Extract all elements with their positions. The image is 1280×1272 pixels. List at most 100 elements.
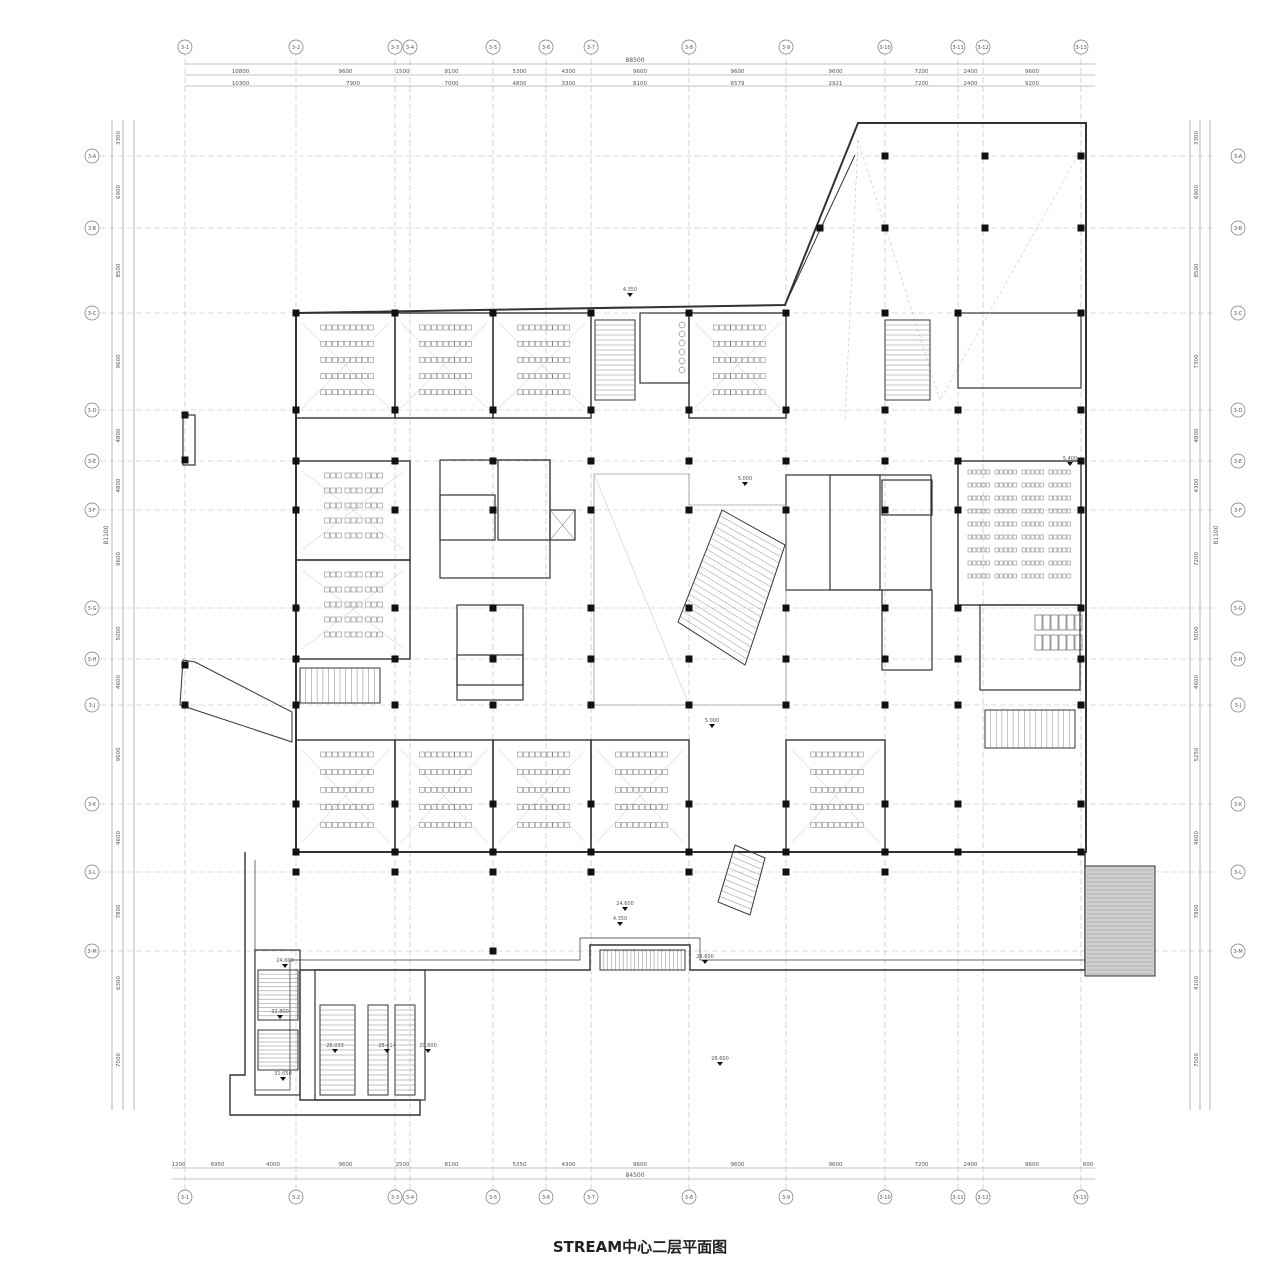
desk [350, 601, 357, 608]
seat [1066, 560, 1071, 566]
desk [529, 389, 535, 395]
stair-tread [710, 537, 776, 576]
dimension-value: 7300 [1194, 354, 1200, 368]
desk [442, 341, 449, 347]
desk [350, 487, 357, 494]
desk [320, 389, 326, 395]
dimension-value: 3300 [116, 131, 122, 145]
seat [1066, 469, 1071, 475]
desk [529, 804, 535, 810]
stair-tread [713, 532, 778, 570]
desk [336, 502, 342, 509]
desk [365, 502, 371, 509]
column [1077, 309, 1085, 317]
axis-label: 3-B [1234, 226, 1243, 232]
axis-label: 3-A [88, 154, 97, 160]
seat [1026, 508, 1031, 514]
desk [534, 373, 541, 379]
column [685, 506, 693, 514]
dimension-value: 9600 [731, 69, 745, 75]
desk [338, 341, 344, 347]
desk [436, 389, 443, 395]
desk [736, 324, 742, 331]
desk [356, 616, 363, 623]
desk [371, 532, 377, 539]
desk [656, 769, 662, 775]
column [981, 152, 989, 160]
desk [338, 389, 344, 395]
seat [1008, 547, 1013, 553]
column [391, 309, 399, 317]
elevation-marker-icon [717, 1062, 723, 1066]
elevation-label: 4.350 [623, 287, 637, 293]
desk [852, 769, 858, 775]
column [881, 868, 889, 876]
desk [460, 341, 466, 347]
desk [546, 324, 553, 331]
seat [999, 482, 1004, 488]
desk [320, 324, 326, 331]
dimension-value: 1200 [172, 1162, 186, 1168]
toilet-stall [1042, 614, 1051, 631]
seat [1048, 573, 1053, 579]
dimension-value: 9600 [1025, 1162, 1039, 1168]
stair-tread [719, 896, 752, 910]
desk [523, 324, 529, 331]
axis-label: 3-E [88, 459, 96, 465]
stair-tread [724, 879, 757, 893]
axis-label: 3-7 [587, 45, 595, 51]
column [685, 309, 693, 317]
desk [719, 357, 725, 363]
desk [552, 769, 558, 775]
dimension-value: 7800 [116, 904, 122, 918]
axis-bubble [877, 39, 893, 55]
desk [336, 616, 342, 623]
desk [650, 787, 656, 793]
desk [627, 787, 633, 793]
seat [1035, 508, 1040, 514]
elevation-marker-icon [384, 1049, 390, 1053]
axis-bubble [1230, 796, 1246, 812]
desk [822, 769, 828, 775]
dimension-value: 9600 [339, 1162, 353, 1168]
column [685, 800, 693, 808]
desk [371, 571, 377, 578]
seat [1053, 560, 1058, 566]
axis-label: 3-E [1234, 459, 1242, 465]
desk [846, 822, 852, 828]
desk [448, 373, 455, 379]
room [829, 474, 881, 591]
seat [1012, 469, 1017, 475]
desk [344, 751, 350, 758]
desk [377, 616, 383, 623]
desk [713, 324, 719, 331]
desk [742, 389, 748, 395]
seat [1026, 521, 1031, 527]
desk [540, 324, 547, 331]
desk [326, 373, 332, 379]
column [881, 309, 889, 317]
axis-label: 3-1 [181, 45, 189, 51]
column [782, 406, 790, 414]
desk [332, 341, 338, 347]
seat [967, 573, 972, 579]
column [292, 506, 300, 514]
desk [332, 324, 338, 331]
desk [730, 357, 736, 363]
desk [336, 487, 342, 494]
toilet-fixture [678, 321, 686, 329]
desk [713, 357, 719, 363]
desk [552, 341, 558, 347]
elevation-marker-icon [702, 960, 708, 964]
desk [730, 324, 736, 331]
desk [822, 822, 828, 828]
desk [365, 616, 371, 623]
column [954, 848, 962, 856]
lower-stair-left [254, 949, 301, 1096]
desk [356, 532, 363, 539]
desk [759, 341, 766, 347]
axis-label: 3-9 [782, 45, 790, 51]
desk [517, 822, 523, 828]
desk [330, 586, 336, 593]
seat [1048, 547, 1053, 553]
